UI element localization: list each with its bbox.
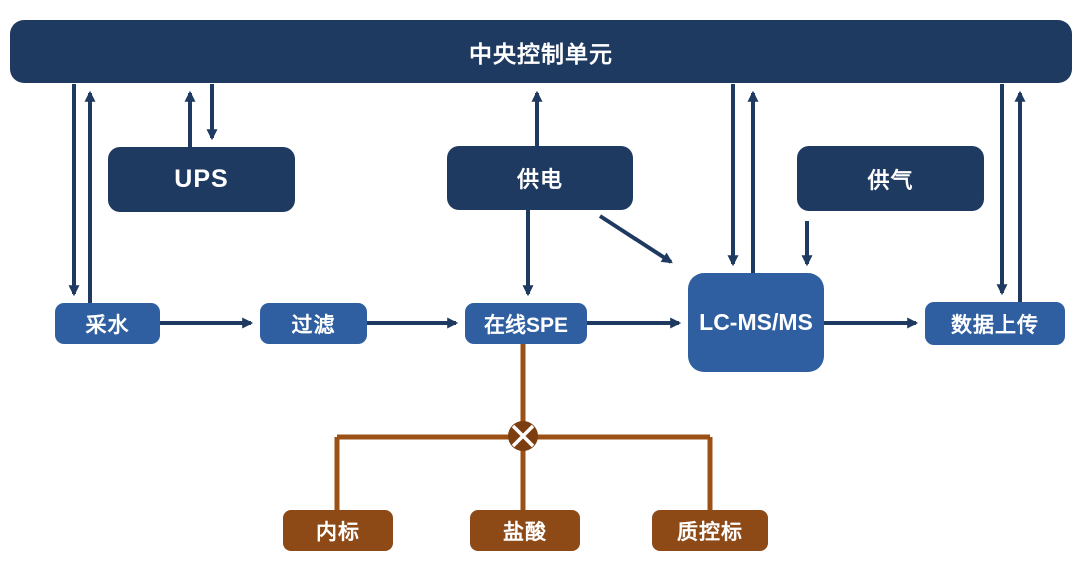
node-hydrochloric-acid-label: 盐酸 (503, 520, 547, 544)
node-filtration-label: 过滤 (291, 313, 336, 337)
node-internal-standard: 内标 (283, 510, 393, 551)
node-central-control-unit: 中央控制单元 (10, 20, 1072, 83)
node-data-upload-label: 数据上传 (951, 313, 1039, 337)
node-gas-supply-label: 供气 (867, 167, 914, 193)
arrow-power-to-lcms (598, 214, 673, 264)
node-hydrochloric-acid: 盐酸 (470, 510, 580, 551)
valve-icon (508, 421, 538, 451)
node-power-supply: 供电 (447, 146, 633, 210)
node-online-spe: 在线SPE (465, 303, 587, 344)
node-lcmsms: LC-MS/MS (688, 273, 824, 372)
node-data-upload: 数据上传 (925, 302, 1065, 345)
node-ups-label: UPS (174, 165, 229, 193)
node-lcmsms-label: LC-MS/MS (699, 309, 813, 335)
node-gas-supply: 供气 (797, 146, 984, 211)
node-internal-standard-label: 内标 (316, 520, 360, 544)
node-central-control-unit-label: 中央控制单元 (469, 40, 613, 67)
node-water-sampling: 采水 (55, 303, 160, 344)
node-online-spe-label: 在线SPE (483, 313, 569, 337)
node-filtration: 过滤 (260, 303, 367, 344)
node-power-supply-label: 供电 (516, 167, 563, 192)
node-ups: UPS (108, 147, 295, 212)
node-qc-standard-label: 质控标 (677, 520, 743, 544)
node-water-sampling-label: 采水 (85, 313, 130, 337)
node-qc-standard: 质控标 (652, 510, 768, 551)
